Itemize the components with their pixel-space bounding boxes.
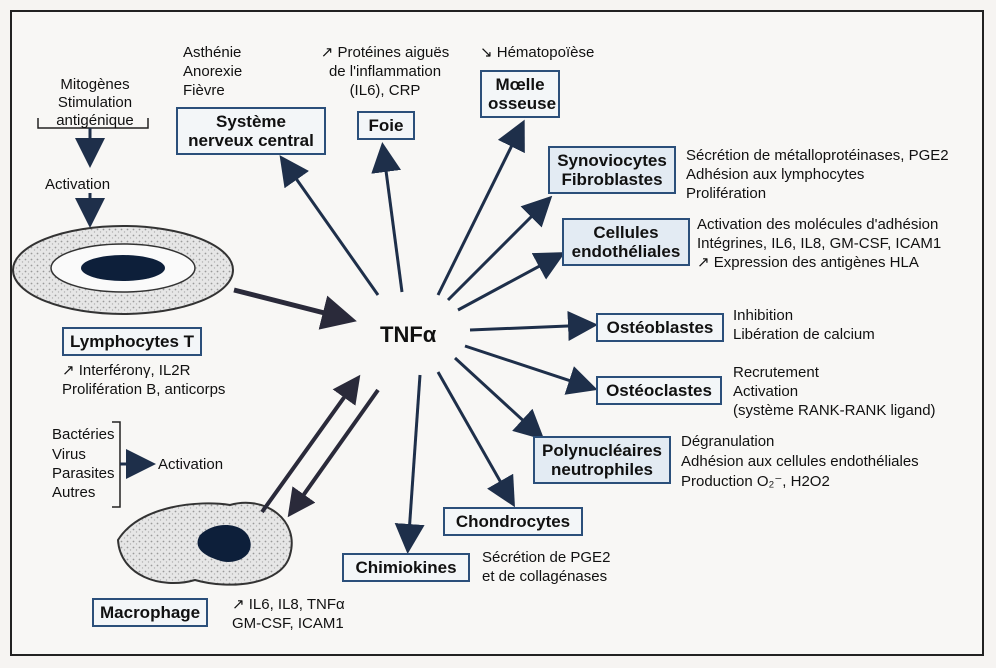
- endo-label-line: endothéliales: [571, 242, 681, 261]
- lymphocyte-effect: ↗ Interféronγ, IL2R: [62, 362, 191, 379]
- activation-label: Activation: [158, 456, 224, 473]
- arrow-tnf-to-chondrocytes: [436, 371, 515, 508]
- chimiokines-box: Chimiokines: [342, 553, 470, 582]
- trigger-line: Stimulation: [57, 94, 133, 111]
- synovio-label-line: Synoviocytes: [557, 151, 667, 170]
- snc-label-line: nerveux central: [188, 131, 314, 150]
- osteoblastes-box: Ostéoblastes: [596, 313, 724, 342]
- osteoblastes-effect: Inhibition: [733, 307, 794, 324]
- trigger-bracket: [37, 118, 149, 129]
- arrow-lymphocyte-to-tnf: [233, 287, 357, 330]
- snc-label-line: Système: [216, 112, 286, 131]
- foie-effect: ↗ Protéines aiguës: [320, 44, 450, 61]
- arrow-tnf-to-osteoblastes: [469, 310, 598, 341]
- snc-effect: Anorexie: [183, 63, 243, 80]
- polynucleaires-box: Polynucléaires neutrophiles: [533, 436, 671, 484]
- arrow-tnf-to-macrophage: [287, 388, 380, 518]
- synoviocytes-box: Synoviocytes Fibroblastes: [548, 146, 676, 194]
- arrow-tnf-to-foie: [371, 142, 404, 293]
- infection-line: Virus: [52, 446, 86, 463]
- arrow-tnf-to-synoviocytes: [446, 195, 553, 302]
- osteoclastes-box: Ostéoclastes: [596, 376, 722, 405]
- arrow-tnf-to-moelle: [436, 119, 525, 296]
- chondrocytes-box: Chondrocytes: [443, 507, 583, 536]
- osteoclastes-effect: Activation: [733, 383, 799, 400]
- trigger-line: Mitogènes: [60, 76, 130, 93]
- endo-effect: Activation des molécules d'adhésion: [697, 216, 939, 233]
- synovio-effect: Prolifération: [686, 185, 767, 202]
- moelle-label-line: Mœlle: [495, 75, 545, 94]
- foie-effect: (IL6), CRP: [349, 82, 421, 99]
- endothelial-box: Cellules endothéliales: [562, 218, 690, 266]
- infection-line: Bactéries: [52, 426, 115, 443]
- lymphocyte-effect: Prolifération B, anticorps: [62, 381, 226, 398]
- synovio-effect: Sécrétion de métalloprotéinases, PGE2: [686, 147, 949, 164]
- arrow-tnf-to-chimiokines: [394, 374, 425, 554]
- moelle-box: Mœlle osseuse: [480, 70, 560, 118]
- poly-effect: Dégranulation: [681, 433, 775, 450]
- chimio-effect: Sécrétion de PGE2: [482, 549, 611, 566]
- osteoclastes-effect: Recrutement: [733, 364, 819, 381]
- synovio-label-line: Fibroblastes: [561, 170, 663, 189]
- arrow-tnf-to-endothelial: [457, 252, 566, 312]
- osteoclastes-effect: (système RANK-RANK ligand): [733, 402, 936, 419]
- poly-effect: Adhésion aux cellules endothéliales: [681, 453, 919, 470]
- moelle-label-line: osseuse: [488, 94, 557, 113]
- infection-line: Autres: [52, 484, 96, 501]
- tnf-alpha-label: TNFα: [380, 322, 437, 347]
- chimio-effect: et de collagénases: [482, 568, 608, 585]
- endo-label-line: Cellules: [593, 223, 659, 242]
- macrophage-nucleus: [197, 524, 251, 562]
- moelle-effect: ↘ Hématopoïèse: [480, 44, 595, 61]
- poly-effect: Production O₂⁻, H2O2: [681, 473, 830, 490]
- foie-box: Foie: [357, 111, 415, 140]
- macrophage-effect: GM-CSF, ICAM1: [232, 615, 344, 632]
- synovio-effect: Adhésion aux lymphocytes: [686, 166, 865, 183]
- lymphocytes-t-box: Lymphocytes T: [62, 327, 203, 356]
- endo-effect: Intégrines, IL6, IL8, GM-CSF, ICAM1: [697, 235, 942, 252]
- trigger-line: antigénique: [56, 112, 134, 129]
- arrow-tnf-to-osteoclastes: [464, 344, 598, 395]
- arrow-macrophage-to-tnf: [260, 374, 361, 514]
- snc-box: Système nerveux central: [176, 107, 326, 155]
- arrow-tnf-to-polynucleaires: [453, 356, 545, 441]
- infection-line: Parasites: [52, 465, 115, 482]
- macrophage-box: Macrophage: [92, 598, 209, 627]
- lymphocyte-nucleus: [81, 255, 165, 281]
- macrophage-effect: ↗ IL6, IL8, TNFα: [232, 596, 345, 613]
- snc-effect: Asthénie: [183, 44, 242, 61]
- arrow-tnf-to-snc: [279, 155, 380, 296]
- foie-effect: de l'inflammation: [328, 63, 442, 80]
- snc-effect: Fièvre: [183, 82, 225, 99]
- poly-label-line: neutrophiles: [550, 460, 653, 479]
- activation-label: Activation: [45, 176, 111, 193]
- poly-label-line: Polynucléaires: [541, 441, 662, 460]
- endo-effect: ↗ Expression des antigènes HLA: [697, 254, 919, 271]
- osteoblastes-effect: Libération de calcium: [733, 326, 875, 343]
